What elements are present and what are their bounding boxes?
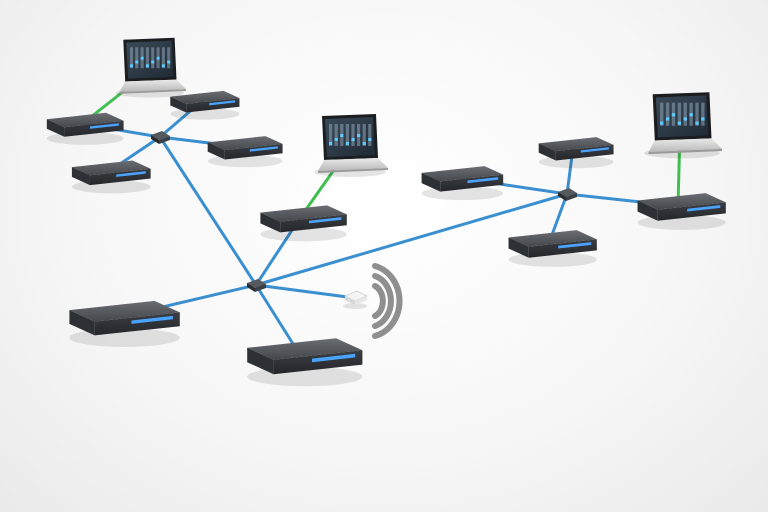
laptop-screen [126,40,174,79]
status-led-strip [309,217,342,224]
status-led-strip [209,100,236,106]
audio-interface-2 [170,90,240,120]
network-devices [46,37,726,387]
ethernet-link-access-point-switch-center [254,283,357,300]
laptop-screen [655,95,709,138]
status-led-strip [90,123,119,129]
status-led-strip [116,171,146,177]
audio-interface-10 [508,230,597,267]
audio-interface-4 [71,160,151,194]
audio-interface-8 [421,166,504,201]
switch-right [558,188,577,201]
laptop-b [314,114,388,177]
laptop-c [644,92,722,159]
audio-interface-1 [46,112,124,145]
ethernet-link-switch-left-switch-center [158,135,258,287]
status-led-strip [558,242,592,249]
status-led-strip [687,205,721,212]
laptop-screen [325,117,375,157]
audio-interface-11 [637,193,726,230]
network-links [80,70,682,357]
audio-interface-5 [260,205,347,242]
laptop-a [115,37,186,98]
audio-interface-6 [69,300,180,347]
audio-interface-9 [538,137,614,169]
switch-center [247,279,266,292]
audio-interface-3 [207,136,283,168]
status-led-strip [249,146,278,152]
status-led-strip [467,177,499,184]
status-led-strip [580,147,609,153]
wifi-signal-icon [372,263,403,339]
wireless-access-point [343,290,368,309]
status-led-strip [131,315,173,324]
audio-interface-7 [247,338,363,387]
status-led-strip [312,353,356,363]
ethernet-link-switch-center-switch-right [254,192,569,287]
switch-left [151,131,170,144]
